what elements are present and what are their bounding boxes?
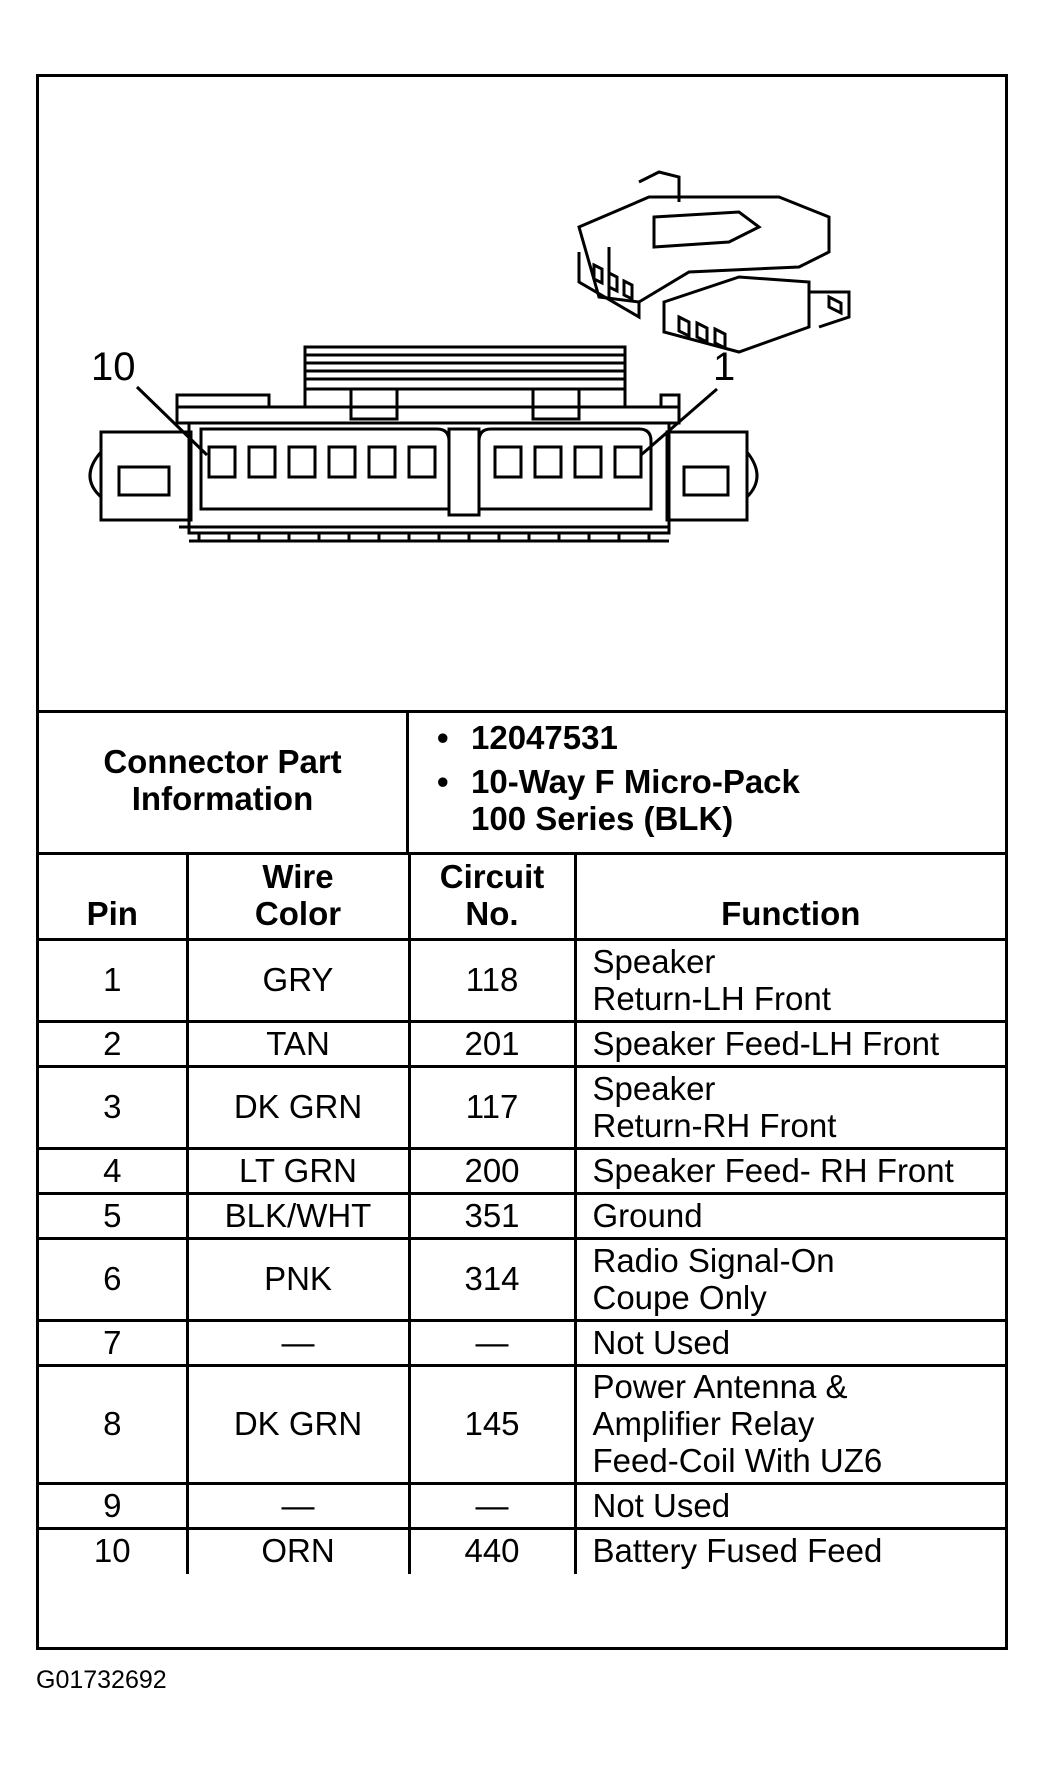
circuit-header-line2: No. xyxy=(465,894,519,932)
part-info-label: Connector Part Information xyxy=(39,710,409,852)
pin-cell: 1 xyxy=(39,938,189,1023)
wire-color-header-line1: Wire xyxy=(262,858,334,896)
function-cell: Radio Signal-On Coupe Only xyxy=(573,1237,1005,1322)
part-info-label-line2: Information xyxy=(131,780,314,817)
circuit-cell: 201 xyxy=(407,1020,577,1068)
circuit-cell: 118 xyxy=(407,938,577,1023)
circuit-cell: 351 xyxy=(407,1192,577,1240)
connector-type: 10-Way F Micro-Pack 100 Series (BLK) xyxy=(437,763,1005,837)
part-number: 12047531 xyxy=(437,719,1005,756)
function-cell: Power Antenna & Amplifier Relay Feed-Coi… xyxy=(573,1364,1005,1485)
circuit-cell: — xyxy=(407,1319,577,1367)
part-info-values: 12047531 10-Way F Micro-Pack 100 Series … xyxy=(409,710,1005,852)
figure-id: G01732692 xyxy=(36,1666,167,1694)
pin-table: Pin Wire Color Circuit No. Function 1 GR… xyxy=(39,852,1005,1574)
circuit-cell: 200 xyxy=(407,1147,577,1195)
table-row: 7 — — Not Used xyxy=(39,1319,1005,1367)
table-row: 9 — — Not Used xyxy=(39,1482,1005,1530)
table-row: 3 DK GRN 117 Speaker Return-RH Front xyxy=(39,1065,1005,1150)
wire-color-cell: TAN xyxy=(185,1020,411,1068)
circuit-cell: 117 xyxy=(407,1065,577,1150)
function-cell: Speaker Return-LH Front xyxy=(573,938,1005,1023)
function-header: Function xyxy=(573,852,1005,941)
pin-cell: 7 xyxy=(39,1319,189,1367)
wire-color-cell: LT GRN xyxy=(185,1147,411,1195)
function-cell: Speaker Feed-LH Front xyxy=(573,1020,1005,1068)
pin-cell: 8 xyxy=(39,1364,189,1485)
circuit-cell: 314 xyxy=(407,1237,577,1322)
pin-cell: 5 xyxy=(39,1192,189,1240)
pin-1-callout: 1 xyxy=(713,345,736,389)
table-row: 4 LT GRN 200 Speaker Feed- RH Front xyxy=(39,1147,1005,1195)
table-row: 8 DK GRN 145 Power Antenna & Amplifier R… xyxy=(39,1364,1005,1485)
connector-reference-card: 10 1 Connector Part Information 12047531… xyxy=(36,74,1008,1650)
wire-color-cell: DK GRN xyxy=(185,1364,411,1485)
pin-cell: 2 xyxy=(39,1020,189,1068)
table-row: 5 BLK/WHT 351 Ground xyxy=(39,1192,1005,1240)
part-info-label-line1: Connector Part xyxy=(103,743,342,781)
wire-color-cell: GRY xyxy=(185,938,411,1023)
wire-color-cell: — xyxy=(185,1482,411,1530)
circuit-cell: — xyxy=(407,1482,577,1530)
wire-color-cell: — xyxy=(185,1319,411,1367)
wire-color-cell: BLK/WHT xyxy=(185,1192,411,1240)
connector-isometric-view xyxy=(577,170,851,354)
pin-cell: 4 xyxy=(39,1147,189,1195)
table-row: 1 GRY 118 Speaker Return-LH Front xyxy=(39,938,1005,1023)
wire-color-header-line2: Color xyxy=(254,894,342,932)
pin-cell: 10 xyxy=(39,1527,189,1574)
wire-color-cell: PNK xyxy=(185,1237,411,1322)
pin-cell: 9 xyxy=(39,1482,189,1530)
connector-front-view xyxy=(88,345,759,543)
connector-part-information: Connector Part Information 12047531 10-W… xyxy=(39,710,1005,855)
function-cell: Battery Fused Feed xyxy=(573,1527,1005,1574)
pin-cell: 6 xyxy=(39,1237,189,1322)
function-cell: Speaker Return-RH Front xyxy=(573,1065,1005,1150)
pin-10-callout: 10 xyxy=(91,345,136,389)
table-row: 6 PNK 314 Radio Signal-On Coupe Only xyxy=(39,1237,1005,1322)
function-cell: Ground xyxy=(573,1192,1005,1240)
function-cell: Not Used xyxy=(573,1482,1005,1530)
circuit-cell: 145 xyxy=(407,1364,577,1485)
pin-header: Pin xyxy=(39,852,189,941)
wire-color-cell: ORN xyxy=(185,1527,411,1574)
table-row: 10 ORN 440 Battery Fused Feed xyxy=(39,1527,1005,1574)
circuit-header: Circuit No. xyxy=(407,852,577,941)
connector-drawing xyxy=(88,170,851,543)
table-row: 2 TAN 201 Speaker Feed-LH Front xyxy=(39,1020,1005,1068)
connector-type-line1: 10-Way F Micro-Pack xyxy=(471,763,800,801)
pin-cell: 3 xyxy=(39,1065,189,1150)
function-cell: Speaker Feed- RH Front xyxy=(573,1147,1005,1195)
wire-color-cell: DK GRN xyxy=(185,1065,411,1150)
connector-diagram-area: 10 1 xyxy=(39,77,1005,713)
wire-color-header: Wire Color xyxy=(185,852,411,941)
circuit-cell: 440 xyxy=(407,1527,577,1574)
function-cell: Not Used xyxy=(573,1319,1005,1367)
pin-table-header: Pin Wire Color Circuit No. Function xyxy=(39,852,1005,941)
circuit-header-line1: Circuit xyxy=(439,858,545,896)
connector-type-line2: 100 Series (BLK) xyxy=(471,799,734,837)
